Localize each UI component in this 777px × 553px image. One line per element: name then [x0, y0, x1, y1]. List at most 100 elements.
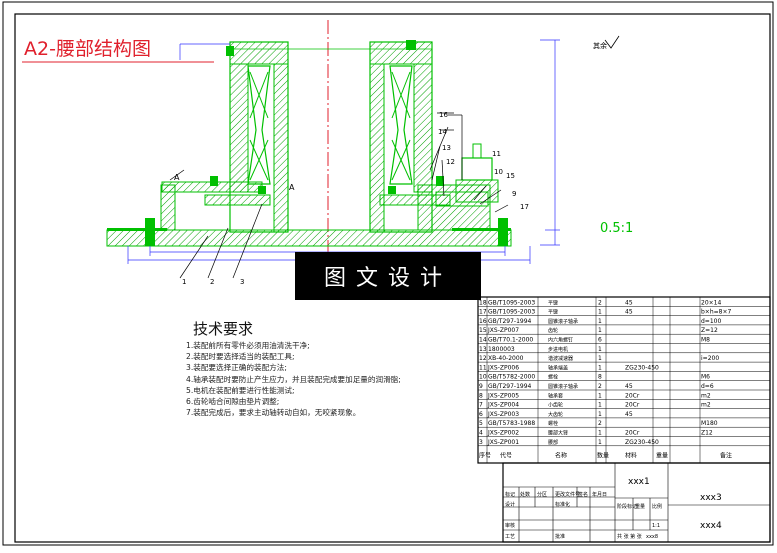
bom-no: 16: [479, 318, 487, 325]
bom-qty: 1: [598, 402, 602, 409]
bom-qty: 6: [598, 337, 602, 344]
bom-no: 7: [479, 402, 483, 409]
bom-mat: 45: [625, 299, 633, 306]
bom-name: 圆锥滚子轴承: [548, 318, 578, 325]
bom-qty: 1: [598, 392, 602, 399]
svg-text:A: A: [289, 183, 295, 192]
bom-qty: 1: [598, 364, 602, 371]
tb-standard: 标准化: [555, 501, 570, 508]
tb-approve: 批准: [555, 533, 565, 540]
bom-qty: 1: [598, 318, 602, 325]
bom-code: JXS-ZP007: [487, 327, 519, 334]
bom-no: 6: [479, 411, 483, 418]
bom-header-cell: 序号: [479, 451, 491, 459]
bom-note: m2: [701, 402, 711, 409]
bom-code: JXS-ZP002: [487, 430, 519, 437]
bom-qty: 2: [598, 383, 602, 390]
bom-no: 14: [479, 337, 487, 344]
bom-note: Z=12: [701, 327, 718, 334]
bom-name: 齿轮: [548, 327, 558, 334]
bom-qty: 2: [598, 420, 602, 427]
tb-process: 工艺: [505, 534, 515, 540]
bom-note: b×h=8×7: [701, 309, 732, 316]
bom-mat: 45: [625, 309, 633, 316]
bom-qty: 8: [598, 374, 602, 381]
bom-qty: 1: [598, 309, 602, 316]
leader-lines: [169, 112, 509, 279]
bom-qty: 1: [598, 439, 602, 446]
bom-note: M6: [701, 374, 710, 381]
bom-no: 15: [479, 327, 487, 334]
tb-change-doc: 更改文件号: [555, 491, 580, 498]
tech-item: 1.装配前所有零件必须用油清洗干净;: [186, 341, 310, 350]
bom-code: GB/T70.1-2000: [488, 337, 533, 344]
bom-mat: ZG230-450: [625, 439, 659, 446]
bom-no: 3: [479, 439, 483, 446]
tb-review: 审核: [505, 522, 515, 529]
drawing-number: xxx3: [700, 493, 722, 503]
tb-mark: 标记: [505, 491, 515, 498]
company-name: xxx4: [700, 521, 722, 531]
callout-11: 11: [492, 150, 501, 158]
bom-qty: 1: [598, 346, 602, 353]
bom-name: 步进电机: [548, 346, 568, 353]
page-title: A2-腰部结构图: [24, 38, 151, 60]
base-plate: [106, 229, 512, 247]
callout-15: 15: [506, 172, 515, 180]
callout-3: 3: [240, 278, 244, 286]
roughness-symbol: [604, 35, 620, 49]
bom-mat: 45: [625, 411, 633, 418]
svg-text:A: A: [174, 173, 180, 182]
bom-name: 圆锥滚子轴承: [548, 383, 578, 390]
bom-qty: 1: [598, 355, 602, 362]
bom-no: 11: [479, 364, 487, 371]
bom-no: 8: [479, 392, 483, 399]
bom-note: 20×14: [701, 299, 721, 306]
bom-no: 17: [479, 309, 487, 316]
callout-13: 13: [442, 144, 451, 152]
bom-header-cell: 材料: [625, 451, 637, 459]
motor-body: [461, 157, 493, 181]
bom-code: JXS-ZP006: [487, 364, 519, 371]
bom-no: 9: [479, 383, 483, 390]
bom-name: 螺栓: [548, 374, 558, 381]
tech-requirements-list: 1.装配前所有零件必须用油清洗干净; 2.装配时要选择适当的装配工具; 3.装配…: [186, 340, 446, 418]
bom-name: 内六角螺钉: [548, 337, 573, 344]
bom-header-cell: 数量: [597, 451, 609, 459]
tb-weight: 重量: [635, 503, 645, 510]
bom-code: GB/T5783-1988: [488, 420, 535, 427]
bom-code: GB/T1095-2003: [488, 309, 535, 316]
drawing-name: xxx1: [628, 477, 650, 487]
bom-code: XB-40-2000: [488, 355, 524, 362]
tech-item: 5.电机在装配前要进行性能测试;: [186, 385, 295, 395]
bom-header-cell: 名称: [555, 451, 567, 459]
callout-9: 9: [512, 190, 516, 198]
bom-note: M180: [701, 420, 718, 427]
bom-code: JXS-ZP001: [487, 439, 519, 446]
bom-name: 小齿轮: [548, 402, 563, 409]
bom-code: 1800003: [488, 346, 515, 353]
tech-requirements-title: 技术要求: [193, 320, 254, 338]
bom-no: 18: [479, 299, 487, 306]
bom-note: d=100: [701, 318, 721, 325]
bom-header-cell: 备注: [720, 451, 732, 459]
bom-code: GB/T1095-2003: [488, 299, 535, 306]
scale-label: 0.5:1: [600, 221, 633, 236]
callout-12: 12: [446, 158, 455, 166]
bom-qty: 2: [598, 299, 602, 306]
watermark-banner: 图文设计: [295, 252, 481, 300]
bom-qty: 1: [598, 327, 602, 334]
bom-code: JXS-ZP004: [487, 402, 519, 409]
bom-mat: 20Cr: [625, 402, 640, 409]
callout-1: 1: [182, 278, 186, 286]
roughness-other: 其余: [593, 41, 607, 50]
bom-note: Z12: [701, 430, 713, 437]
bom-name: 谐波减速器: [548, 355, 573, 362]
callout-17: 17: [520, 203, 529, 211]
tb-zone: 分区: [537, 491, 547, 498]
bom-name: 大齿轮: [548, 411, 563, 418]
bom-note: m2: [701, 392, 711, 399]
bom-name: 螺栓: [548, 420, 558, 427]
callout-2: 2: [210, 278, 214, 286]
